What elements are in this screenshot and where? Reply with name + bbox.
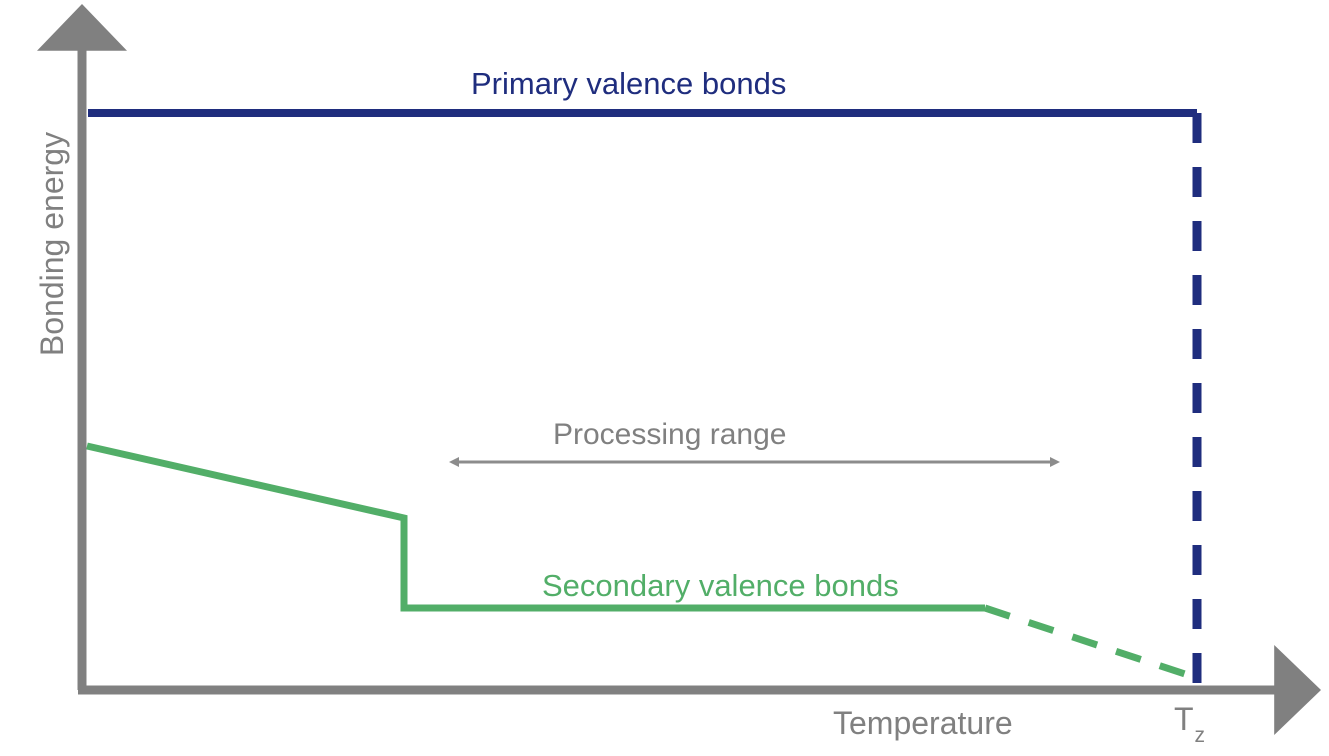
- tz-axis-tick-label: Tz: [1174, 701, 1205, 746]
- secondary-valence-bonds-line: [86, 442, 985, 612]
- processing-range-label: Processing range: [553, 418, 787, 451]
- secondary-valence-bonds-dashed-tail: [983, 604, 1199, 682]
- tz-subscript: z: [1194, 724, 1206, 748]
- primary-valence-bonds-label: Primary valence bonds: [471, 66, 787, 101]
- secondary-valence-bonds-label: Secondary valence bonds: [542, 568, 899, 603]
- y-axis-label: Bonding energy: [34, 131, 70, 357]
- tz-base: T: [1174, 701, 1194, 737]
- x-axis-label: Temperature: [833, 705, 1013, 741]
